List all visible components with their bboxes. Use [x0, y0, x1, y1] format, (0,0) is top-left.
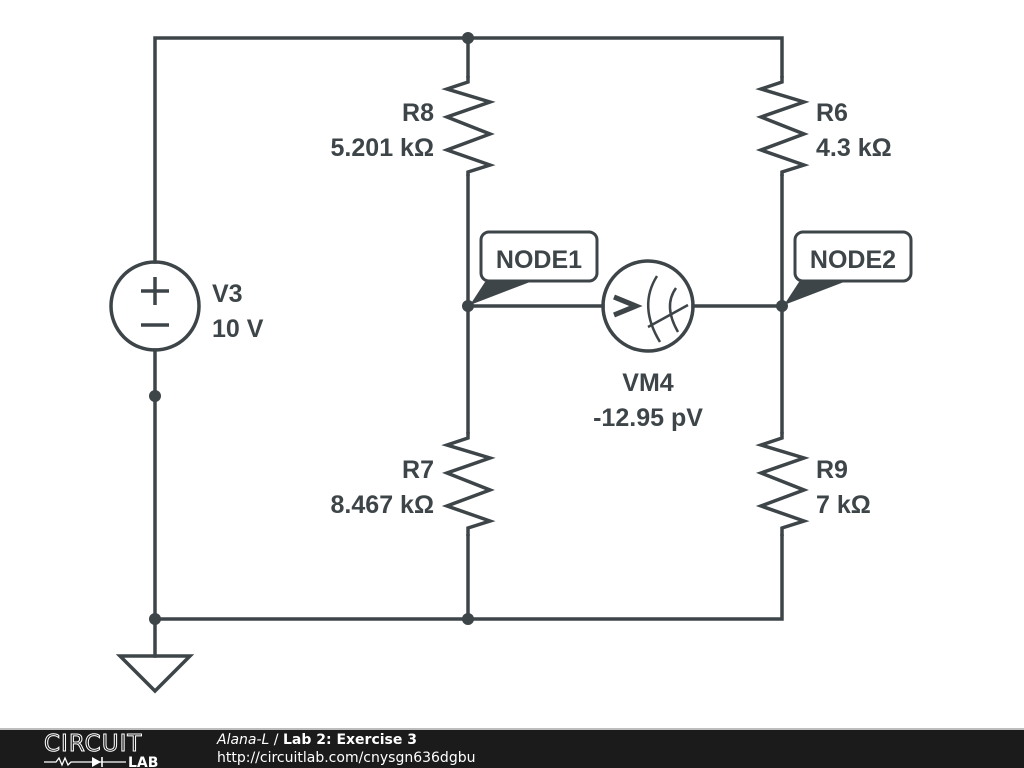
meter-scale-arc-inner	[668, 287, 680, 333]
wire-bottom-rail	[153, 534, 784, 621]
logo-resistor-icon	[44, 756, 82, 767]
v3-value-label: 10 V	[212, 315, 264, 343]
ground-symbol[interactable]	[115, 654, 195, 694]
circuit-schematic: V3 10 V R8 5.201 kΩ R7 8.467 kΩ R6 4.3 k…	[109, 32, 913, 694]
junction-dot	[462, 32, 474, 44]
logo-lab-text: LAB	[128, 755, 158, 768]
r8-name-label: R8	[402, 99, 434, 127]
voltage-source-v3[interactable]: V3 10 V	[109, 260, 264, 352]
vm4-value-label: -12.95 pV	[593, 404, 703, 432]
resistor-icon	[441, 432, 496, 536]
title-separator: /	[269, 732, 283, 748]
junction-dot	[149, 613, 161, 625]
r8-value-label: 5.201 kΩ	[331, 134, 434, 162]
node-label-pointer	[470, 282, 530, 305]
circuitlab-logo[interactable]: CIRCUIT LAB	[42, 732, 177, 768]
footer-text: Alana-L / Lab 2: Exercise 3 http://circu…	[217, 731, 475, 767]
v3-name-label: V3	[212, 280, 243, 308]
wires	[153, 36, 784, 658]
junction-dot	[776, 300, 788, 312]
circuit-title[interactable]: Lab 2: Exercise 3	[282, 732, 417, 748]
meter-arrow-icon	[613, 294, 643, 318]
junction-dot	[462, 300, 474, 312]
resistor-icon	[755, 432, 810, 536]
voltmeter-icon	[601, 259, 695, 353]
node1-label-text: NODE1	[496, 246, 582, 274]
logo-circuit-text: CIRCUIT	[44, 732, 142, 757]
r7-name-label: R7	[402, 456, 434, 484]
node1-label[interactable]: NODE1	[470, 230, 599, 305]
r7-value-label: 8.467 kΩ	[331, 491, 434, 519]
voltmeter-vm4[interactable]: VM4 -12.95 pV	[593, 259, 703, 432]
resistor-r8[interactable]: R8 5.201 kΩ	[331, 76, 496, 176]
meter-scale-arc-outer	[646, 275, 662, 343]
node-label-pointer	[784, 282, 844, 305]
resistor-r7[interactable]: R7 8.467 kΩ	[331, 432, 496, 536]
r6-value-label: 4.3 kΩ	[816, 134, 892, 162]
node-label-box	[479, 230, 599, 283]
node-label-box	[793, 230, 913, 283]
junction-dot	[149, 390, 161, 402]
junction-dot	[462, 613, 474, 625]
vm4-name-label: VM4	[622, 369, 674, 397]
node2-label-text: NODE2	[810, 246, 896, 274]
resistor-r9[interactable]: R9 7 kΩ	[755, 432, 871, 536]
r9-name-label: R9	[816, 456, 848, 484]
ground-icon	[115, 654, 195, 694]
r6-name-label: R6	[816, 99, 848, 127]
footer-bar: CIRCUIT LAB Alana-L / Lab 2: Exercise 3 …	[0, 728, 1024, 768]
meter-needle	[647, 303, 689, 329]
author-link[interactable]: Alana-L	[217, 732, 270, 748]
resistor-icon	[441, 76, 496, 176]
voltage-source-icon	[109, 260, 201, 352]
r9-value-label: 7 kΩ	[816, 491, 871, 519]
circuit-url[interactable]: http://circuitlab.com/cnysgn636dgbu	[217, 750, 476, 766]
node2-label[interactable]: NODE2	[784, 230, 913, 305]
footer-title-line: Alana-L / Lab 2: Exercise 3	[217, 731, 475, 749]
resistor-icon	[755, 76, 810, 176]
junctions	[149, 32, 788, 625]
resistor-r6[interactable]: R6 4.3 kΩ	[755, 76, 892, 176]
